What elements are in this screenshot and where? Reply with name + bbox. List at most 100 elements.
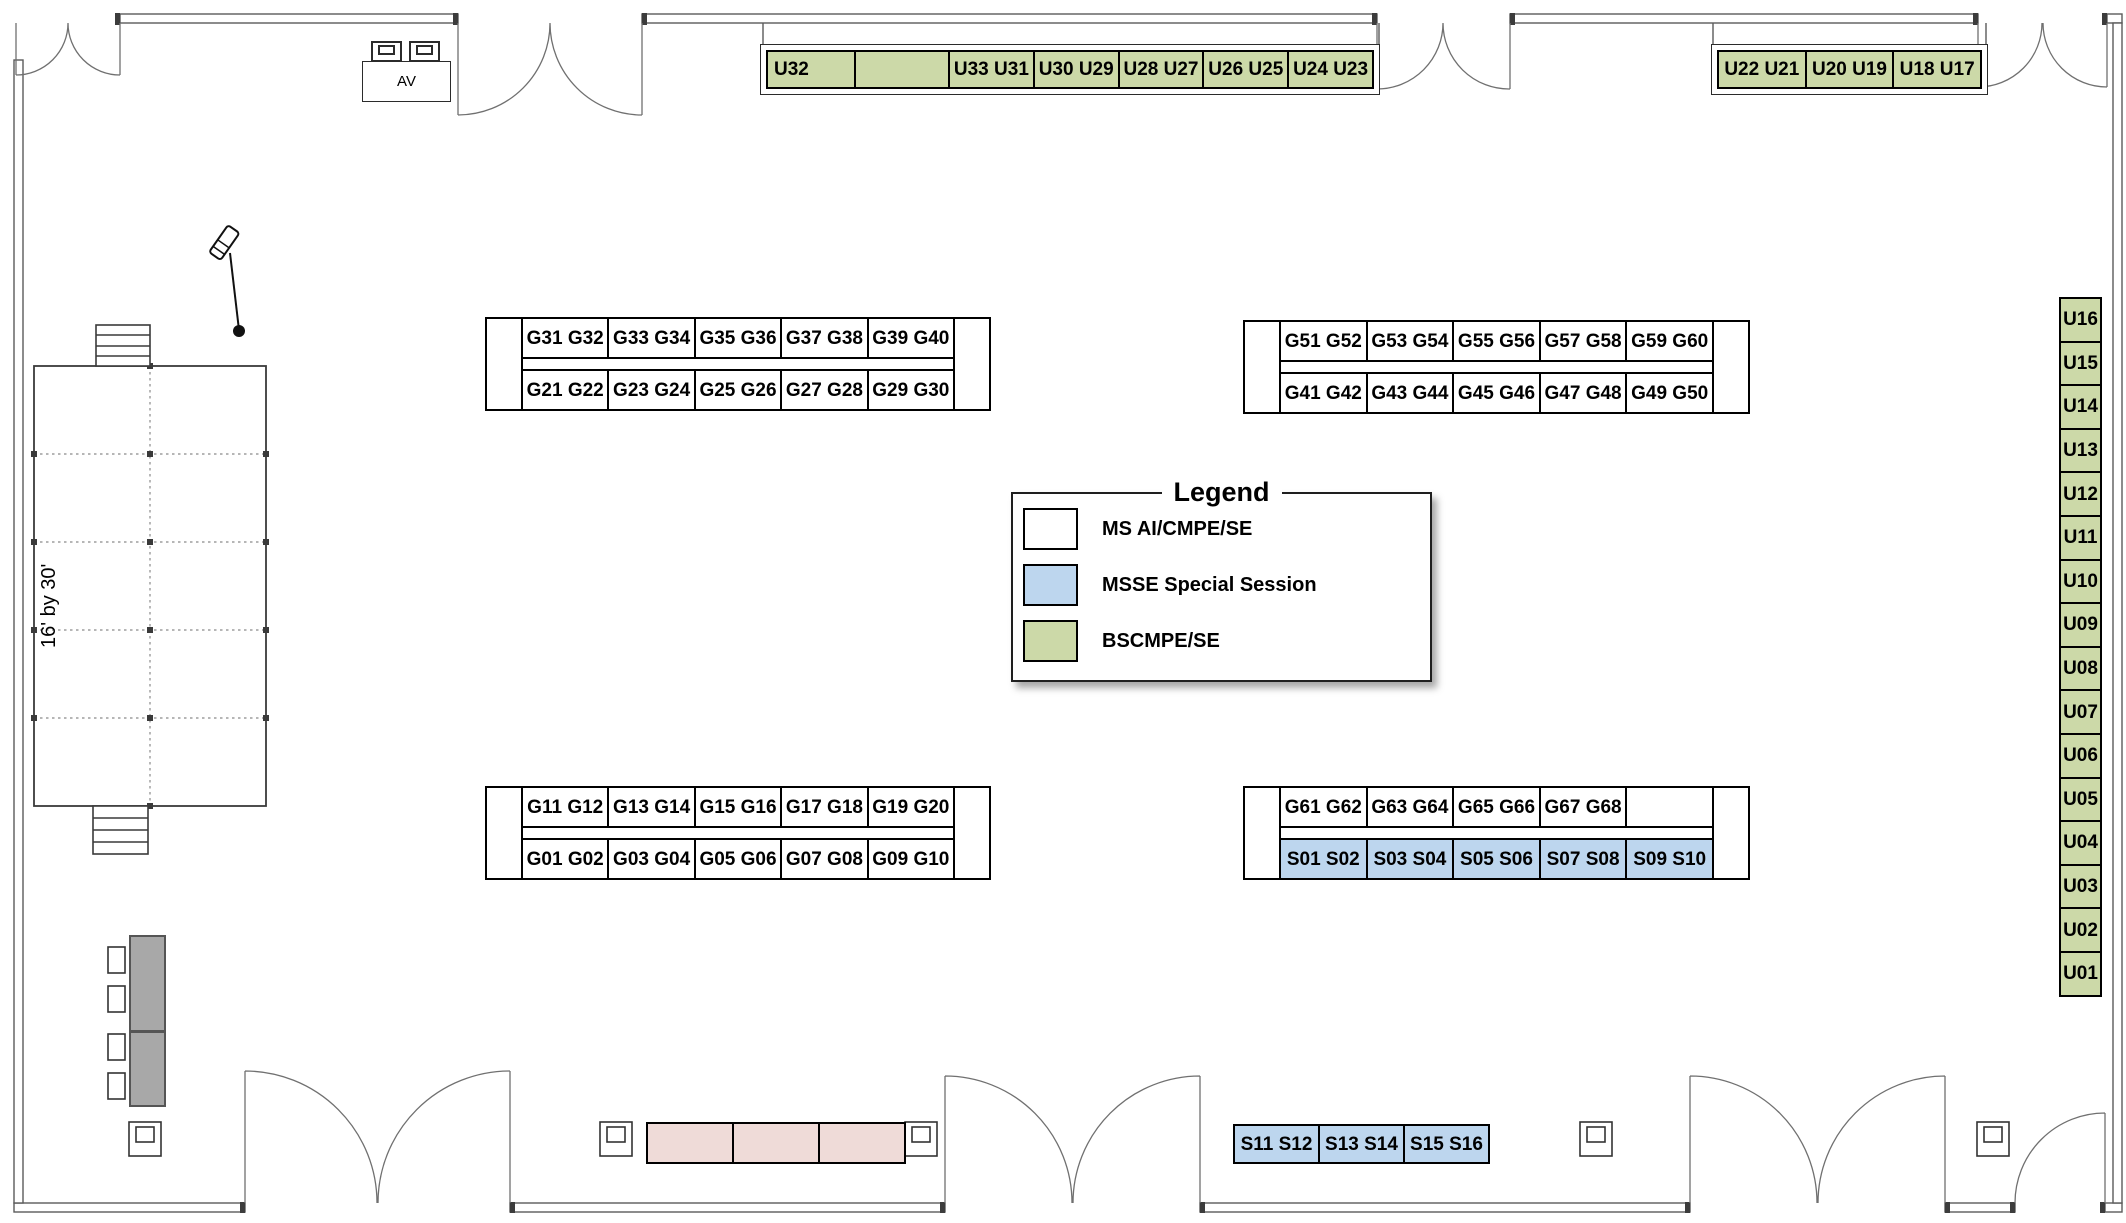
poster-cell: G53 G54 — [1365, 320, 1455, 362]
poster-cell: G21 G22 — [521, 369, 610, 411]
av-equipment-icon — [371, 41, 402, 62]
poster-cell: U13 — [2059, 427, 2102, 474]
poster-row-s11-s16: S11 S12 S13 S14 S15 S16 — [1233, 1124, 1490, 1164]
poster-cell: U15 — [2059, 340, 2102, 387]
poster-cell: G09 G10 — [866, 838, 956, 880]
poster-cell: U06 — [2059, 732, 2102, 779]
poster-endcap — [485, 786, 523, 880]
poster-cell: U10 — [2059, 558, 2102, 605]
poster-cell: U33 U31 — [948, 50, 1035, 89]
poster-endcap — [1712, 786, 1750, 880]
poster-cell: G41 G42 — [1279, 372, 1368, 414]
gray-furniture — [107, 935, 166, 1107]
poster-cell: G37 G38 — [780, 317, 869, 359]
poster-cell: G27 G28 — [780, 369, 869, 411]
floor-boxes — [128, 1121, 2010, 1157]
poster-cell: S05 S06 — [1452, 838, 1541, 880]
poster-cell: G03 G04 — [607, 838, 696, 880]
av-equipment-inner — [378, 45, 395, 55]
poster-endcap — [953, 317, 991, 411]
poster-cell: U01 — [2059, 950, 2102, 997]
poster-row-pink — [646, 1122, 906, 1164]
poster-block-g61-s10: G61 G62 G63 G64 G65 G66 G67 G68 S01 S02 … — [1243, 786, 1750, 880]
poster-cell: U14 — [2059, 384, 2102, 430]
stage — [31, 363, 269, 809]
poster-cell: U02 — [2059, 907, 2102, 953]
av-table: AV — [362, 61, 451, 102]
poster-cell: U04 — [2059, 820, 2102, 866]
poster-cell: G47 G48 — [1538, 372, 1628, 414]
stage-stairs-top — [95, 324, 151, 367]
legend-swatch-msse — [1023, 564, 1078, 606]
poster-column-u01-u16: U16 U15 U14 U13 U12 U11 U10 U09 U08 U07 … — [2059, 297, 2102, 997]
legend-label: MSSE Special Session — [1102, 573, 1317, 596]
poster-cell: G57 G58 — [1538, 320, 1628, 362]
poster-cell: U24 U23 — [1287, 50, 1374, 89]
av-equipment-icon — [409, 41, 440, 62]
poster-cell: G45 G46 — [1452, 372, 1541, 414]
poster-cell: S15 S16 — [1403, 1124, 1490, 1164]
poster-cell: U30 U29 — [1032, 50, 1120, 89]
poster-cell: G29 G30 — [866, 369, 956, 411]
poster-row-u23-u33: U32 U33 U31 U30 U29 U28 U27 U26 U25 U24 … — [760, 44, 1380, 95]
poster-cell: G13 G14 — [607, 786, 696, 828]
poster-cell: G17 G18 — [780, 786, 869, 828]
poster-cell: U28 U27 — [1117, 50, 1205, 89]
poster-cell: U05 — [2059, 776, 2102, 823]
poster-cell — [646, 1122, 734, 1164]
poster-cell: G55 G56 — [1452, 320, 1541, 362]
poster-cell: U32 — [766, 50, 856, 89]
poster-cell: U03 — [2059, 863, 2102, 910]
legend-swatch-bscmpe — [1023, 620, 1078, 662]
poster-cell: U20 U19 — [1804, 50, 1895, 89]
poster-cell: G31 G32 — [521, 317, 610, 359]
door-jambs — [115, 13, 2107, 1213]
poster-cell: S01 S02 — [1279, 838, 1368, 880]
legend-title: Legend — [1161, 477, 1282, 508]
poster-cell: U18 U17 — [1892, 50, 1983, 89]
wall-stubs — [762, 23, 1987, 45]
stage-size-label: 16' by 30' — [38, 563, 60, 648]
poster-cell: G43 G44 — [1365, 372, 1455, 414]
poster-cell — [818, 1122, 906, 1164]
poster-cell: U22 U21 — [1717, 50, 1807, 89]
poster-cell: G39 G40 — [866, 317, 956, 359]
poster-cell: G19 G20 — [866, 786, 956, 828]
poster-cell: G65 G66 — [1452, 786, 1541, 828]
legend: Legend MS AI/CMPE/SE MSSE Special Sessio… — [1011, 477, 1432, 682]
legend-entry: MSSE Special Session — [1023, 564, 1430, 606]
poster-cell: U11 — [2059, 514, 2102, 561]
poster-cell: U16 — [2059, 297, 2102, 343]
poster-cell: U09 — [2059, 602, 2102, 648]
poster-cell — [854, 50, 950, 89]
poster-cell: U12 — [2059, 471, 2102, 517]
legend-entry: BSCMPE/SE — [1023, 620, 1430, 662]
poster-cell: G05 G06 — [693, 838, 783, 880]
poster-block-g21-g40: G31 G32 G33 G34 G35 G36 G37 G38 G39 G40 … — [485, 317, 991, 411]
legend-label: BSCMPE/SE — [1102, 629, 1220, 652]
poster-cell: G51 G52 — [1279, 320, 1368, 362]
poster-block-g41-g60: G51 G52 G53 G54 G55 G56 G57 G58 G59 G60 … — [1243, 320, 1750, 414]
legend-entry: MS AI/CMPE/SE — [1023, 508, 1430, 550]
poster-endcap — [1243, 786, 1281, 880]
poster-cell: S07 S08 — [1538, 838, 1628, 880]
microphone-icon — [209, 225, 245, 337]
poster-cell: G11 G12 — [521, 786, 610, 828]
poster-cell: G67 G68 — [1538, 786, 1628, 828]
legend-label: MS AI/CMPE/SE — [1102, 517, 1253, 540]
poster-endcap — [485, 317, 523, 411]
poster-cell: S03 S04 — [1365, 838, 1455, 880]
stage-stairs-bottom — [92, 805, 149, 855]
poster-cell: G23 G24 — [607, 369, 696, 411]
poster-cell: U26 U25 — [1202, 50, 1290, 89]
poster-cell: S11 S12 — [1233, 1124, 1320, 1164]
poster-endcap — [953, 786, 991, 880]
poster-block-g01-g20: G11 G12 G13 G14 G15 G16 G17 G18 G19 G20 … — [485, 786, 991, 880]
poster-cell: U08 — [2059, 645, 2102, 692]
poster-cell: G15 G16 — [693, 786, 783, 828]
poster-cell — [732, 1122, 820, 1164]
poster-cell — [1625, 786, 1714, 828]
av-equipment-inner — [416, 45, 433, 55]
